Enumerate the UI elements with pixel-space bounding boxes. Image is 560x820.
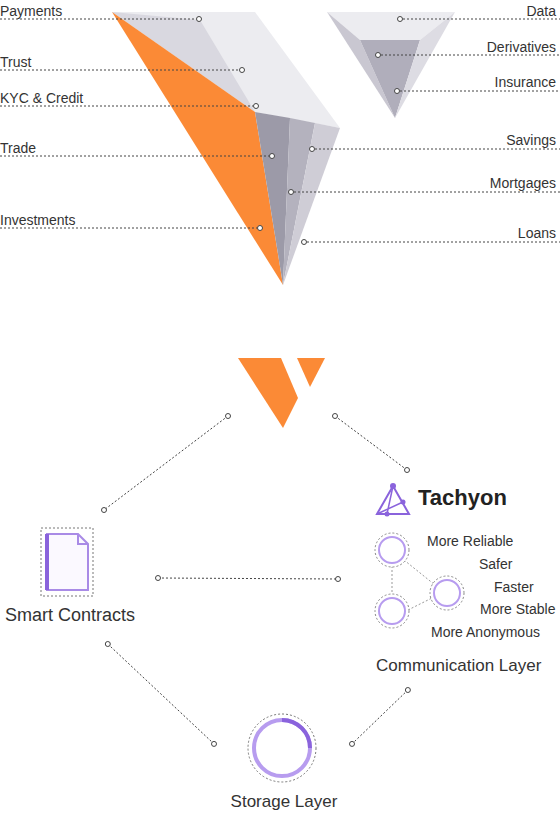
dotted-connector [105, 642, 216, 747]
node-text: Faster [494, 579, 534, 596]
leader-label: Trust [0, 54, 31, 70]
leader-label: Data [526, 3, 556, 19]
node-text: More Stable [480, 601, 555, 618]
prism-small-facet [395, 12, 455, 118]
leader-label: KYC & Credit [0, 90, 83, 106]
tachyon-icon [373, 482, 413, 518]
leader-lines [0, 19, 560, 242]
leader-label: Loans [518, 225, 556, 241]
storage-layer-node: Storage Layer [222, 710, 346, 816]
node-text: Communication Layer [376, 656, 541, 676]
logo-v [297, 358, 325, 387]
leader-dots [197, 17, 403, 245]
logo-lines [104, 416, 407, 510]
leader-label: Savings [506, 132, 556, 148]
leader-label: Payments [0, 3, 62, 19]
leader-label: Trade [0, 140, 36, 156]
node-text: More Reliable [427, 533, 513, 550]
prism-orange-face [112, 12, 283, 285]
leader-label: Mortgages [490, 175, 556, 191]
leader-label: Derivatives [487, 39, 556, 55]
smart-contracts-node: Smart Contracts [0, 526, 140, 630]
node-text: More Anonymous [431, 624, 540, 641]
node-text: Smart Contracts [0, 604, 140, 626]
logo-v [238, 358, 298, 428]
leader-label: Insurance [495, 74, 556, 90]
dotted-connector [350, 688, 411, 747]
tachyon-node: TachyonMore ReliableSaferFasterMore Stab… [340, 478, 559, 680]
prism-facet [283, 123, 340, 285]
node-title: Tachyon [418, 485, 507, 511]
storage-circle [222, 710, 342, 786]
dotted-connector [156, 576, 341, 582]
node-text: Safer [479, 556, 512, 573]
logo-line-dots [102, 414, 410, 513]
document-icon [40, 526, 96, 598]
leader-label: Investments [0, 212, 75, 228]
node-text: Storage Layer [222, 792, 346, 812]
